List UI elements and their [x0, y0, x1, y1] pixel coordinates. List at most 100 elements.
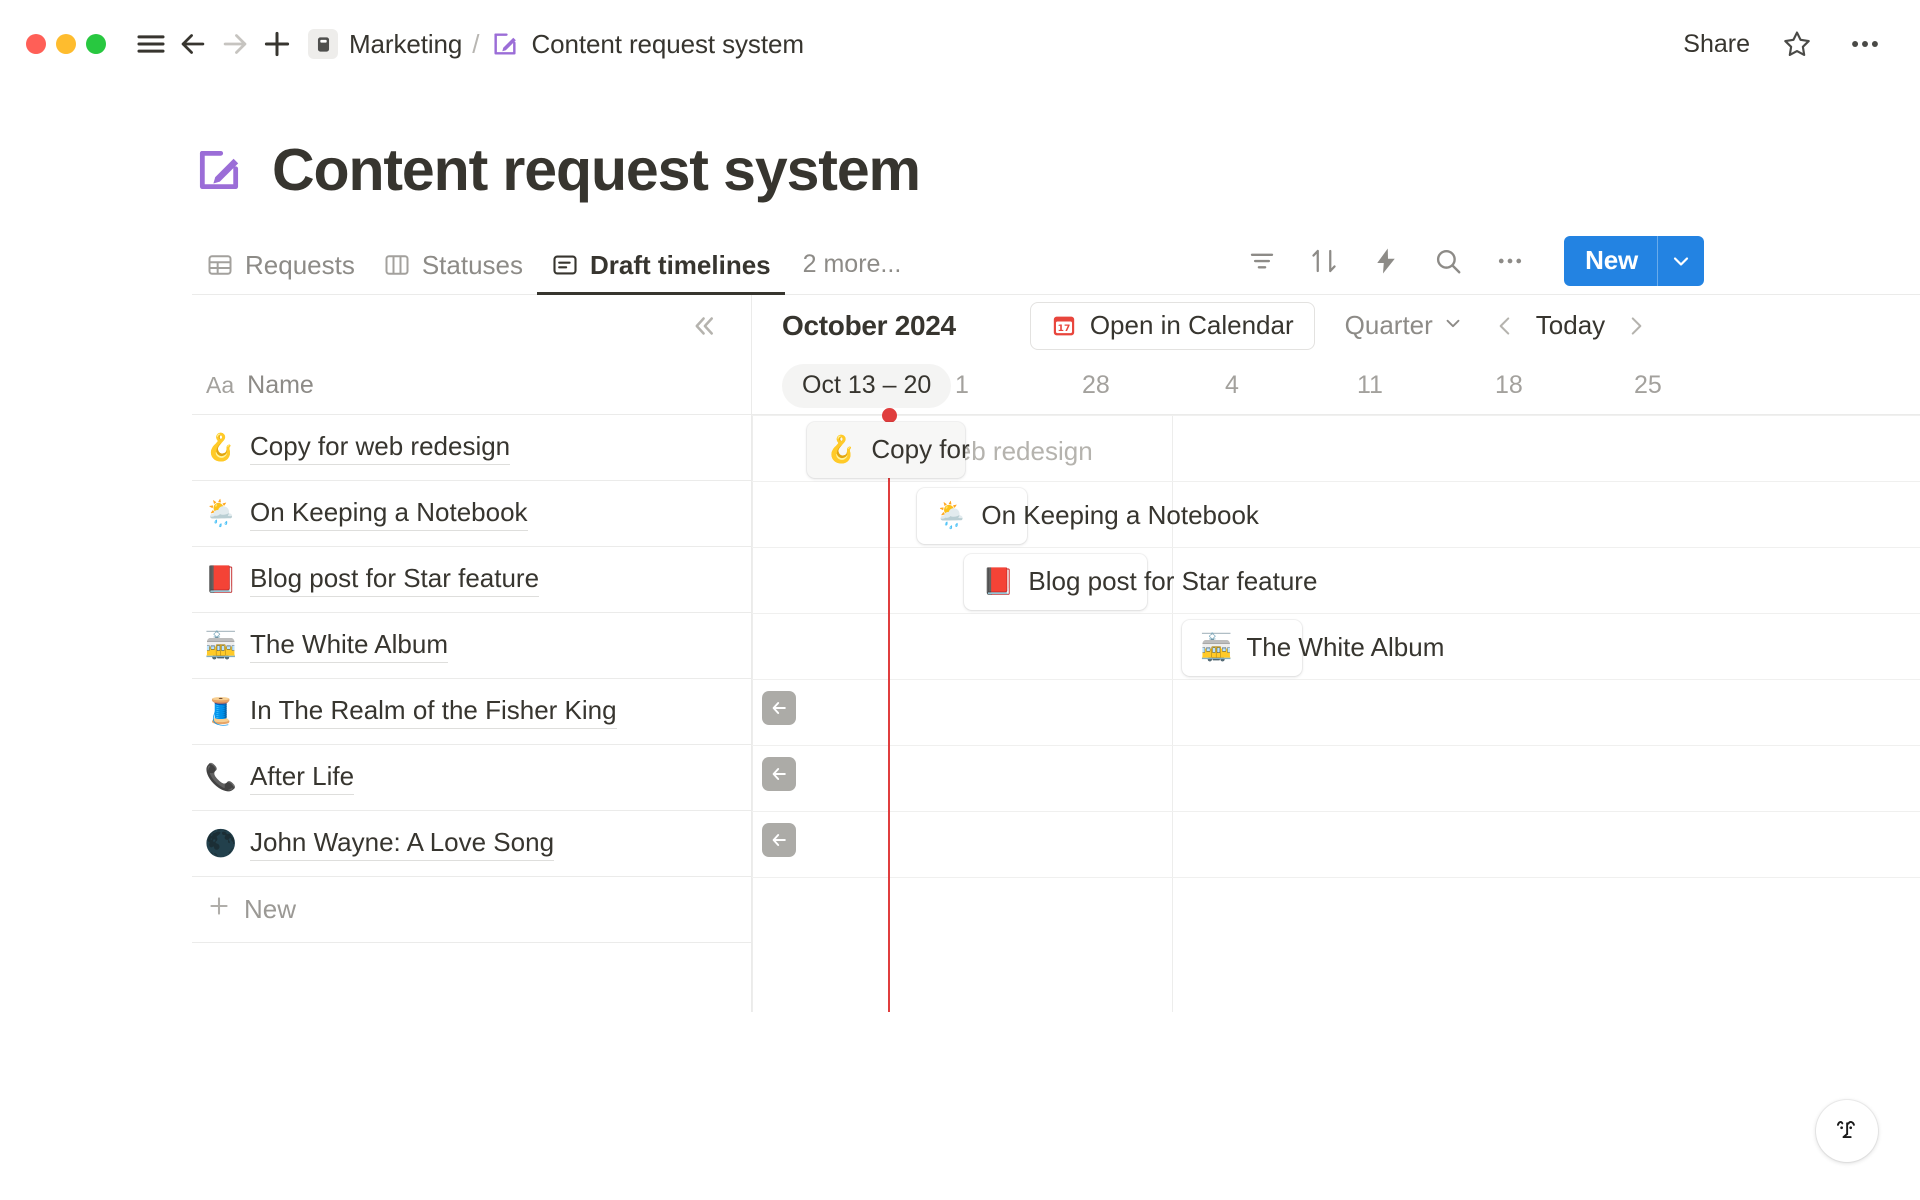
- item-name[interactable]: Blog post for Star feature: [250, 561, 540, 598]
- scroll-to-item-button[interactable]: [762, 822, 796, 857]
- automation-icon[interactable]: [1366, 241, 1406, 281]
- timeline-icon: [551, 251, 579, 279]
- item-name[interactable]: On Keeping a Notebook: [250, 495, 528, 532]
- filter-icon[interactable]: [1242, 241, 1282, 281]
- grid-row-line: [752, 810, 1920, 812]
- item-name[interactable]: The White Album: [250, 627, 448, 664]
- item-name[interactable]: After Life: [250, 759, 355, 796]
- item-emoji-icon: 🌑: [204, 827, 238, 858]
- breadcrumb-workspace[interactable]: Marketing: [349, 28, 463, 59]
- star-outline-icon[interactable]: [1776, 23, 1818, 65]
- plus-icon[interactable]: [256, 23, 298, 65]
- timeline-tick: 18: [1495, 371, 1523, 400]
- text-type-icon: Aa: [206, 371, 235, 398]
- grid-row-line: [752, 414, 1920, 416]
- timeline-month-label: October 2024: [782, 309, 956, 341]
- list-item[interactable]: 🧵 In The Realm of the Fisher King: [192, 679, 751, 745]
- item-emoji-icon: 🚋: [1200, 632, 1233, 663]
- tab-statuses-label: Statuses: [421, 249, 524, 280]
- plus-icon: [206, 893, 232, 926]
- grid-row-line: [752, 678, 1920, 680]
- item-name[interactable]: Copy for web redesign: [250, 429, 511, 466]
- list-item[interactable]: 🌑 John Wayne: A Love Song: [192, 811, 751, 877]
- tab-statuses[interactable]: Statuses: [369, 250, 537, 295]
- more-options-icon[interactable]: [1490, 241, 1530, 281]
- tabs-more-button[interactable]: 2 more...: [802, 249, 902, 278]
- timeline-card[interactable]: 📕 Blog post for Star feature: [964, 553, 1317, 610]
- tab-draft-timelines-label: Draft timelines: [590, 249, 771, 280]
- grid-row-line: [752, 876, 1920, 878]
- open-in-calendar-button[interactable]: 17 Open in Calendar: [1029, 301, 1315, 350]
- page-content: Content request system Requests: [0, 88, 1920, 1012]
- list-item[interactable]: 🪝 Copy for web redesign: [192, 415, 751, 481]
- timeline-controls: October 2024 17 Open in Calendar: [752, 295, 1920, 357]
- timeline-navigation: Today: [1492, 310, 1649, 341]
- minimize-window-button[interactable]: [56, 34, 76, 54]
- timeline-card[interactable]: 🌦️ On Keeping a Notebook: [917, 487, 1259, 544]
- today-button[interactable]: Today: [1535, 310, 1606, 341]
- grid-row-line: [752, 612, 1920, 614]
- timeline-tick: 11: [1357, 371, 1383, 400]
- item-name[interactable]: In The Realm of the Fisher King: [250, 693, 617, 730]
- item-emoji-icon: 📕: [204, 563, 238, 594]
- new-button-dropdown[interactable]: [1658, 236, 1704, 286]
- breadcrumb-page[interactable]: Content request system: [531, 28, 804, 59]
- tab-requests[interactable]: Requests: [192, 250, 369, 295]
- arrow-right-icon[interactable]: [214, 23, 256, 65]
- sort-icon[interactable]: [1304, 241, 1344, 281]
- timeline-grid: web redesign 🪝 Copy for 🌦️ On Keeping a …: [752, 407, 1920, 1012]
- arrow-left-icon[interactable]: [172, 23, 214, 65]
- tab-draft-timelines[interactable]: Draft timelines: [537, 250, 785, 295]
- timeline-canvas: October 2024 17 Open in Calendar: [752, 295, 1920, 1012]
- column-header-name[interactable]: Aa Name: [192, 357, 751, 415]
- new-button-divider: [1657, 235, 1658, 286]
- item-name[interactable]: John Wayne: A Love Song: [250, 825, 555, 862]
- page-emoji-icon[interactable]: [192, 145, 246, 195]
- today-line: [888, 414, 890, 1012]
- grid-vertical-line: [752, 414, 753, 1012]
- timeline-zoom-value: Quarter: [1344, 310, 1433, 341]
- workspace-icon[interactable]: [308, 29, 338, 59]
- timeline-zoom-select[interactable]: Quarter: [1345, 310, 1464, 341]
- grid-vertical-line: [1172, 414, 1173, 1012]
- search-icon[interactable]: [1428, 241, 1468, 281]
- share-button[interactable]: Share: [1683, 29, 1750, 58]
- hamburger-icon[interactable]: [130, 23, 172, 65]
- timeline-card-label: The White Album: [1246, 632, 1445, 663]
- timeline-ruler: October 2024 17 Open in Calendar: [752, 295, 1920, 415]
- timeline-card[interactable]: 🪝 Copy for: [807, 421, 970, 478]
- grid-row-line: [752, 744, 1920, 746]
- view-tabbar: Requests Statuses: [0, 233, 1920, 295]
- list-item[interactable]: 📕 Blog post for Star feature: [192, 547, 751, 613]
- double-chevron-left-icon[interactable]: [683, 306, 723, 346]
- timeline-current-range-pill[interactable]: Oct 13 – 20: [782, 363, 952, 408]
- timeline-card-label: On Keeping a Notebook: [981, 500, 1259, 531]
- timeline-card-label: Blog post for Star feature: [1028, 566, 1318, 597]
- new-button[interactable]: New: [1585, 245, 1638, 276]
- maximize-window-button[interactable]: [86, 34, 106, 54]
- add-new-row-button[interactable]: New: [192, 877, 751, 943]
- timeline-tick: 1: [955, 371, 969, 400]
- grid-row-line: [752, 546, 1920, 548]
- close-window-button[interactable]: [26, 34, 46, 54]
- timeline-view: Aa Name 🪝 Copy for web redesign 🌦️ On Ke…: [192, 294, 1920, 1012]
- scroll-to-item-button[interactable]: [762, 756, 796, 791]
- timeline-card[interactable]: 🚋 The White Album: [1182, 619, 1444, 676]
- list-item[interactable]: 🌦️ On Keeping a Notebook: [192, 481, 751, 547]
- list-item[interactable]: 🚋 The White Album: [192, 613, 751, 679]
- window-titlebar: Marketing / Content request system Share: [0, 0, 1920, 88]
- item-emoji-icon: 🚋: [204, 629, 238, 660]
- timeline-tick: 25: [1634, 371, 1662, 400]
- calendar-icon: 17: [1051, 313, 1077, 339]
- list-item[interactable]: 📞 After Life: [192, 745, 751, 811]
- chevron-right-icon[interactable]: [1623, 313, 1649, 339]
- chevron-down-icon: [1442, 310, 1464, 341]
- grid-row-line: [752, 480, 1920, 482]
- ellipsis-icon[interactable]: [1844, 23, 1886, 65]
- breadcrumb-page-emoji: [490, 29, 520, 59]
- notion-ai-button[interactable]: [1816, 1100, 1878, 1162]
- new-button-group: New: [1564, 235, 1704, 286]
- chevron-left-icon[interactable]: [1492, 313, 1518, 339]
- page-title[interactable]: Content request system: [272, 137, 921, 203]
- scroll-to-item-button[interactable]: [762, 690, 796, 725]
